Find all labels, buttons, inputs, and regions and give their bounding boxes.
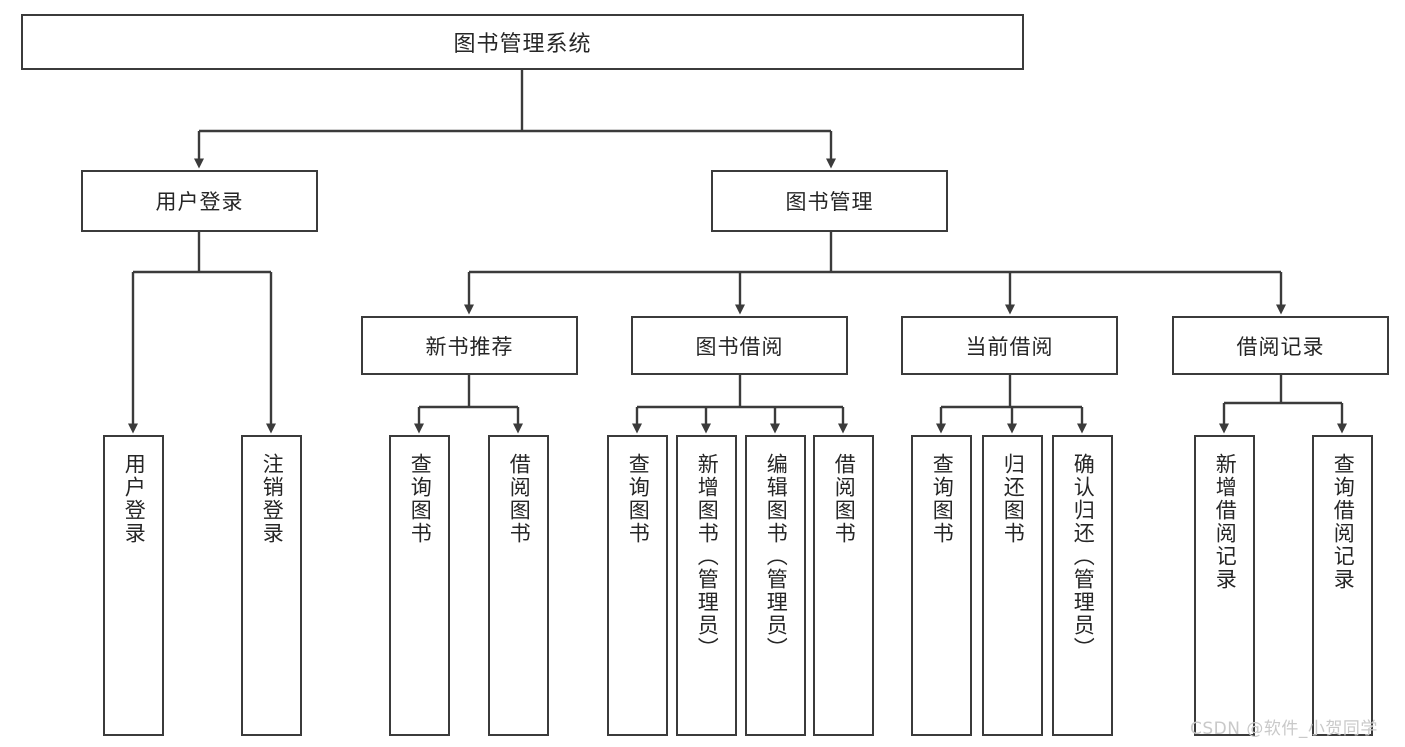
leaf-label: 归还图书 (1001, 453, 1026, 545)
leaf-current-return-book[interactable]: 归还图书 (982, 435, 1043, 736)
leaf-label: 查询借阅记录 (1331, 453, 1356, 591)
node-borrow-record[interactable]: 借阅记录 (1172, 316, 1389, 375)
node-current-borrow[interactable]: 当前借阅 (901, 316, 1118, 375)
node-book-borrow[interactable]: 图书借阅 (631, 316, 848, 375)
node-new-book-recommend[interactable]: 新书推荐 (361, 316, 578, 375)
watermark: CSDN @软件_小贺同学 (1190, 719, 1378, 739)
leaf-label: 确认归还（管理员） (1071, 453, 1096, 660)
node-book-management[interactable]: 图书管理 (711, 170, 948, 232)
leaf-label: 注销登录 (260, 453, 285, 545)
node-borrow-record-label: 借阅记录 (1236, 334, 1325, 359)
leaf-new-book-borrow[interactable]: 借阅图书 (488, 435, 549, 736)
node-new-book-recommend-label: 新书推荐 (425, 334, 514, 359)
leaf-user-login-login[interactable]: 用户登录 (103, 435, 164, 736)
leaf-current-confirm-return[interactable]: 确认归还（管理员） (1052, 435, 1113, 736)
node-root[interactable]: 图书管理系统 (21, 14, 1024, 70)
leaf-label: 借阅图书 (832, 453, 857, 545)
leaf-label: 查询图书 (626, 453, 651, 545)
node-root-label: 图书管理系统 (453, 32, 592, 57)
node-current-borrow-label: 当前借阅 (965, 334, 1054, 359)
leaf-record-add[interactable]: 新增借阅记录 (1194, 435, 1255, 736)
leaf-current-query-book[interactable]: 查询图书 (911, 435, 972, 736)
node-book-borrow-label: 图书借阅 (695, 334, 784, 359)
leaf-borrow-query-book[interactable]: 查询图书 (607, 435, 668, 736)
leaf-label: 借阅图书 (507, 453, 532, 545)
node-book-management-label: 图书管理 (785, 190, 874, 214)
node-user-login[interactable]: 用户登录 (81, 170, 318, 232)
leaf-borrow-borrow-book[interactable]: 借阅图书 (813, 435, 874, 736)
leaf-user-login-logout[interactable]: 注销登录 (241, 435, 302, 736)
leaf-label: 查询图书 (930, 453, 955, 545)
leaf-record-query[interactable]: 查询借阅记录 (1312, 435, 1373, 736)
leaf-label: 新增借阅记录 (1213, 453, 1238, 591)
leaf-label: 新增图书（管理员） (695, 453, 720, 660)
leaf-borrow-edit-book[interactable]: 编辑图书（管理员） (745, 435, 806, 736)
leaf-label: 用户登录 (122, 453, 147, 545)
leaf-borrow-add-book[interactable]: 新增图书（管理员） (676, 435, 737, 736)
leaf-label: 查询图书 (408, 453, 433, 545)
node-user-login-label: 用户登录 (155, 190, 244, 214)
leaf-new-book-query[interactable]: 查询图书 (389, 435, 450, 736)
leaf-label: 编辑图书（管理员） (764, 453, 789, 660)
